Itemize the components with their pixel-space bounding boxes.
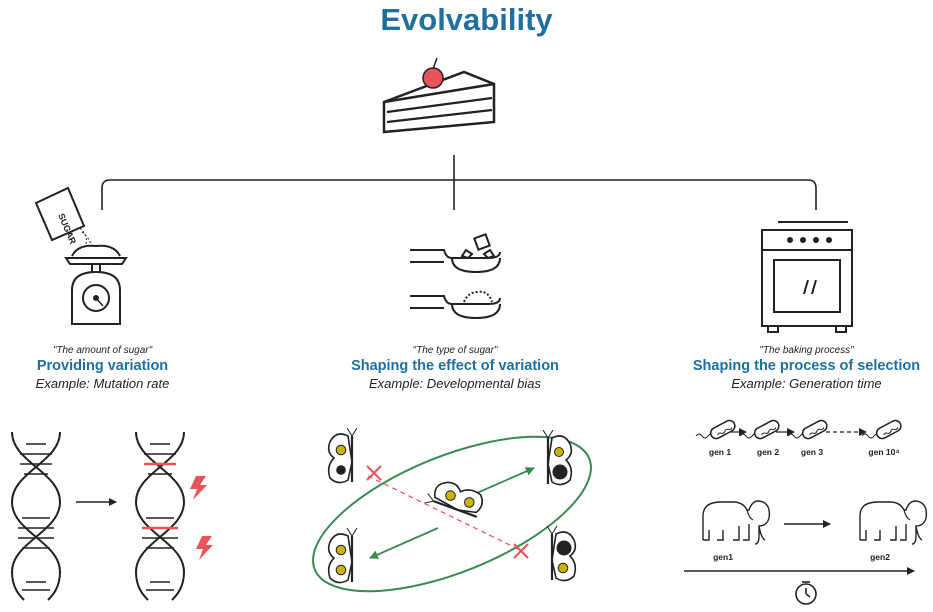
bacterium-icon xyxy=(787,417,830,442)
bacterium-icon xyxy=(861,417,904,442)
quote-baking-process: "The baking process" xyxy=(759,345,854,356)
butterfly-icon xyxy=(423,475,487,523)
bacteria-gen-label: gen 1 xyxy=(709,447,731,457)
scale-icon xyxy=(64,244,128,325)
oven-icon xyxy=(761,221,853,333)
sugar-bag-icon: SUGAR xyxy=(34,186,93,249)
bias-arrow-down xyxy=(369,527,439,559)
bacteria-gen-label: gen 2 xyxy=(757,447,779,457)
heading-providing-variation: Providing variation xyxy=(36,358,169,374)
column-variation: "The amount of sugar" Providing variatio… xyxy=(0,345,205,391)
example-generation-time: Example: Generation time xyxy=(731,376,882,391)
cake-icon xyxy=(382,57,496,134)
bacterium-icon xyxy=(695,417,738,442)
oven-knobs xyxy=(787,237,832,243)
bacterium-icon xyxy=(739,417,782,442)
example-mutation-rate: Example: Mutation rate xyxy=(35,376,170,391)
quote-type-of-sugar: "The type of sugar" xyxy=(412,345,498,356)
lightning-icon xyxy=(196,536,213,560)
stopwatch-icon xyxy=(795,581,817,605)
bias-ellipse xyxy=(312,435,592,593)
quote-amount-of-sugar: "The amount of sugar" xyxy=(52,345,153,356)
lightning-icon xyxy=(190,476,207,500)
bias-arrow-up xyxy=(469,467,535,497)
dna-icon xyxy=(10,431,62,601)
column-effect: "The type of sugar" Shaping the effect o… xyxy=(300,345,610,391)
butterfly-icon xyxy=(541,428,573,486)
elephant-gen-label: gen2 xyxy=(870,552,890,562)
butterfly-icon xyxy=(545,524,577,582)
page-title: Evolvability xyxy=(380,2,553,37)
example-developmental-bias: Example: Developmental bias xyxy=(369,376,541,391)
dna-mutated-icon xyxy=(134,431,186,601)
heading-shaping-selection: Shaping the process of selection xyxy=(692,358,921,374)
mutated-base-pairs xyxy=(142,462,178,530)
bacteria-gen-label: gen 3 xyxy=(801,447,823,457)
elephant-gen-label: gen1 xyxy=(713,552,733,562)
butterfly-icon xyxy=(327,426,359,484)
bacteria-gen-label: gen 10⁴ xyxy=(868,447,899,457)
spoon-icon xyxy=(410,233,501,320)
butterfly-icon xyxy=(327,526,359,584)
elephant-icon xyxy=(859,500,928,545)
elephant-icon xyxy=(702,500,771,545)
branch-connector xyxy=(101,155,817,210)
column-selection: "The baking process" Shaping the process… xyxy=(680,345,933,391)
constrained-x-marks xyxy=(366,465,529,559)
constrained-direction-line xyxy=(367,475,521,551)
heading-shaping-effect: Shaping the effect of variation xyxy=(351,358,559,374)
